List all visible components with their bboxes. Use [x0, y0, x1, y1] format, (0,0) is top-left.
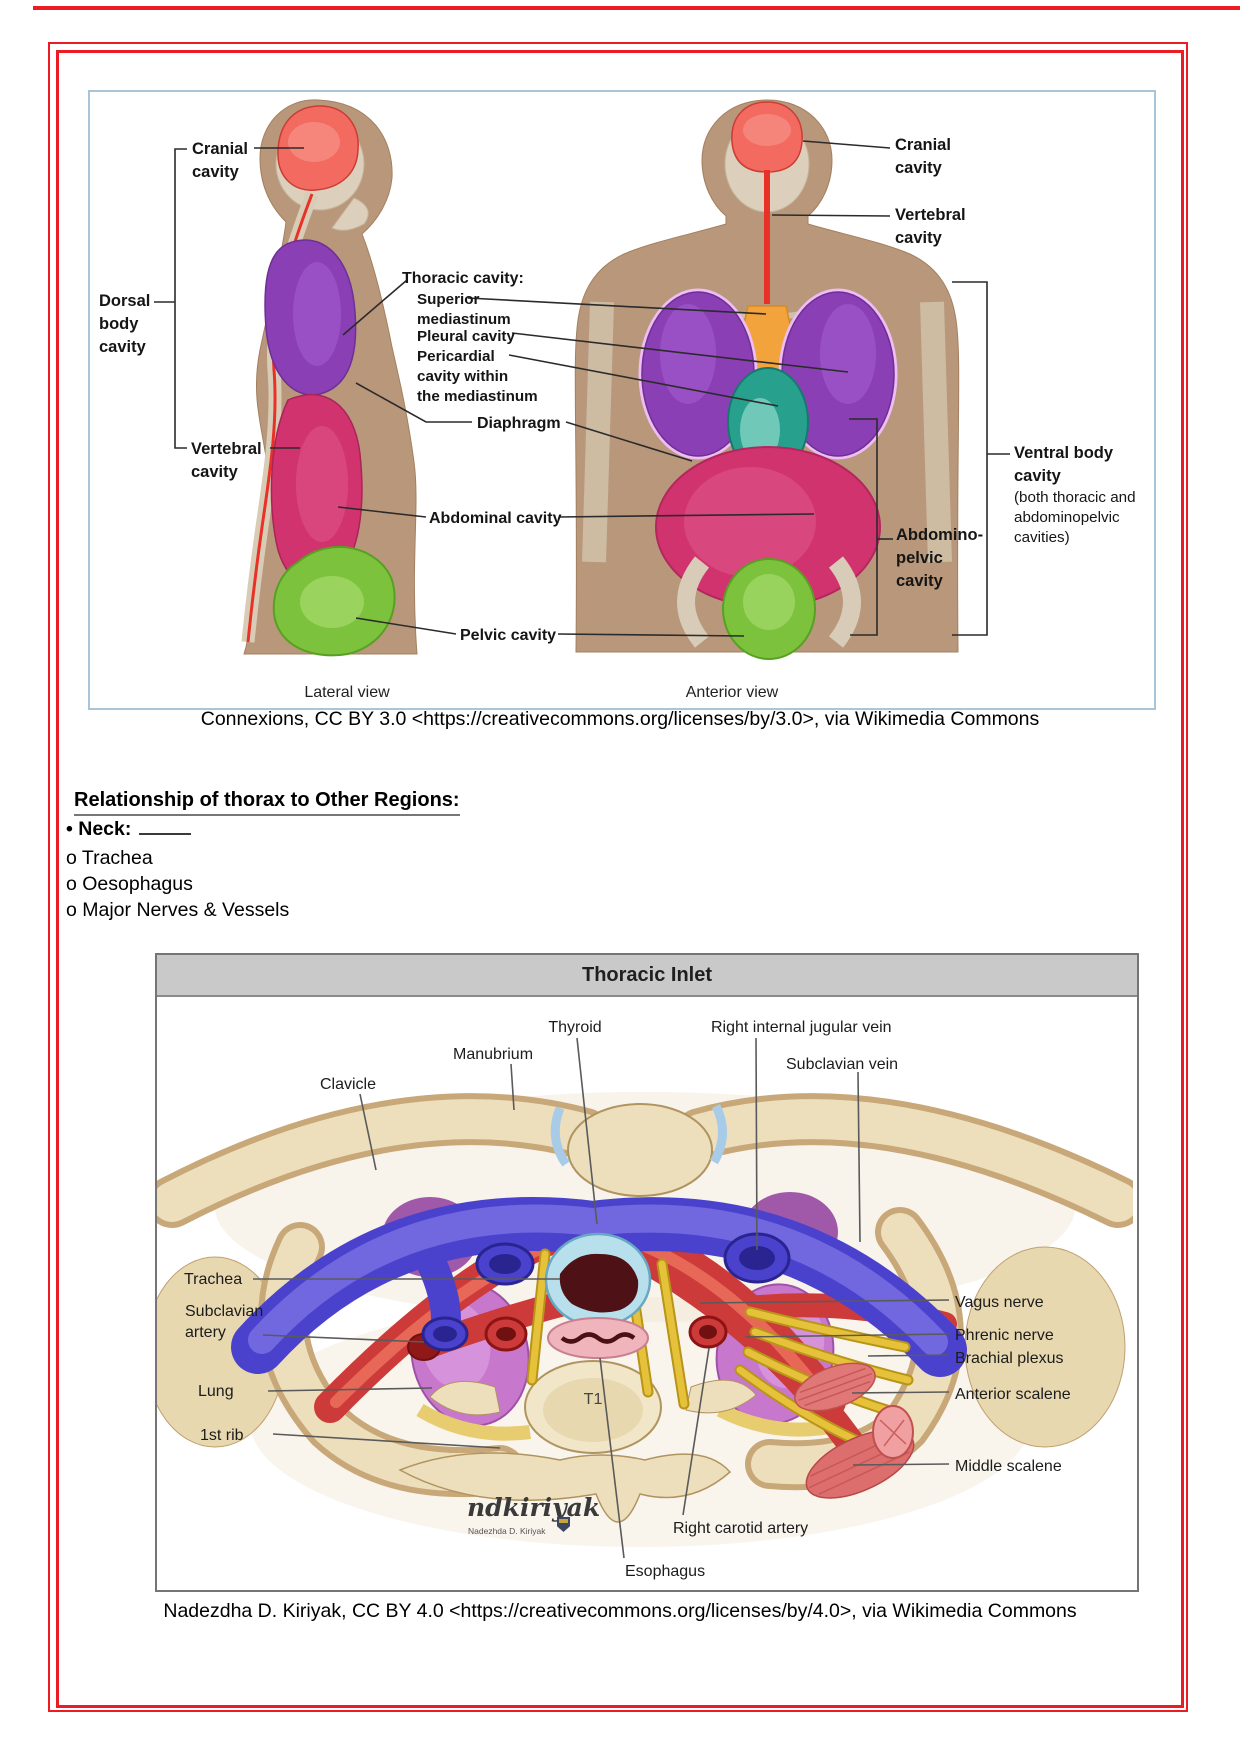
label-cranial-cavity-left: Cranial cavity — [192, 140, 248, 181]
thoracic-inlet-art — [157, 1092, 1133, 1547]
label-ventral-body-cavity-note: (both thoracic and abdominopelvic caviti… — [1014, 489, 1136, 546]
label-abdominopelvic-cavity: Abdomino- pelvic cavity — [896, 526, 984, 590]
label-vertebral-cavity-left: Vertebral cavity — [191, 440, 262, 481]
label-dorsal-body-cavity: Dorsal body cavity — [99, 292, 151, 356]
artist-name: Nadezhda D. Kiriyak — [468, 1526, 546, 1536]
list-item: o Trachea — [66, 847, 153, 869]
figure2-leader-lines — [253, 1037, 950, 1559]
label-esophagus: Esophagus — [625, 1563, 706, 1580]
label-pericardial-cavity: Pericardial cavity within the mediastinu… — [417, 348, 538, 405]
label-manubrium: Manubrium — [452, 1046, 534, 1063]
lateral-body-art — [241, 99, 418, 657]
label-vertebral-cavity-right: Vertebral cavity — [895, 206, 966, 247]
caption-anterior-view: Anterior view — [685, 684, 779, 701]
figure1-attribution: Connexions, CC BY 3.0 <https://creativec… — [200, 708, 1040, 730]
label-thyroid: Thyroid — [548, 1019, 602, 1036]
label-right-internal-jugular-vein: Right internal jugular vein — [711, 1019, 892, 1036]
label-pelvic-cavity: Pelvic cavity — [460, 627, 557, 644]
label-middle-scalene: Middle scalene — [955, 1458, 1062, 1475]
label-phrenic-nerve: Phrenic nerve — [955, 1327, 1054, 1344]
label-anterior-scalene: Anterior scalene — [955, 1386, 1071, 1403]
label-clavicle: Clavicle — [319, 1076, 377, 1093]
label-pleural-cavity: Pleural cavity — [417, 328, 515, 345]
figure2-canvas: Thyroid Right internal jugular vein Manu… — [157, 997, 1133, 1588]
artist-signature: ndkiriyak — [467, 1493, 601, 1522]
label-t1-vertebra: T1 — [583, 1391, 603, 1408]
figure-thoracic-inlet: Thoracic Inlet — [155, 953, 1139, 1592]
bullet-neck: • Neck: — [66, 818, 192, 841]
section-heading: Relationship of thorax to Other Regions: — [74, 789, 460, 816]
university-shield-icon — [557, 1517, 570, 1532]
label-superior-mediastinum: Superior mediastinum — [417, 291, 511, 328]
label-diaphragm: Diaphragm — [477, 415, 561, 432]
thoracic-inlet-illustration — [157, 1037, 1133, 1559]
figure2-attribution: Nadezdha D. Kiriyak, CC BY 4.0 <https://… — [163, 1600, 1077, 1622]
label-thoracic-cavity: Thoracic cavity: — [402, 270, 524, 287]
label-subclavian-artery: Subclavian artery — [185, 1303, 264, 1341]
label-cranial-cavity-right: Cranial cavity — [895, 136, 951, 177]
blank-underline — [139, 818, 192, 835]
label-abdominal-cavity: Abdominal cavity — [429, 510, 562, 527]
figure1-leader-lines — [154, 140, 1010, 637]
label-subclavian-vein: Subclavian vein — [786, 1056, 899, 1073]
list-item: o Oesophagus — [66, 873, 193, 895]
label-lung: Lung — [198, 1383, 234, 1400]
caption-lateral-view: Lateral view — [304, 684, 390, 701]
figure-body-cavities: Dorsal body cavity Cranial cavity Verteb… — [88, 90, 1156, 710]
list-item: o Major Nerves & Vessels — [66, 899, 290, 921]
label-ventral-body-cavity: Ventral body cavity — [1014, 444, 1114, 485]
label-first-rib: 1st rib — [200, 1427, 244, 1444]
anterior-body-art — [574, 99, 960, 660]
label-trachea: Trachea — [184, 1271, 243, 1288]
label-brachial-plexus: Brachial plexus — [955, 1350, 1064, 1367]
body-cavities-illustration — [154, 99, 1010, 660]
figure2-title: Thoracic Inlet — [157, 955, 1137, 997]
top-red-rule — [33, 6, 1240, 10]
label-vagus-nerve: Vagus nerve — [955, 1294, 1044, 1311]
label-right-carotid-artery: Right carotid artery — [673, 1520, 809, 1537]
